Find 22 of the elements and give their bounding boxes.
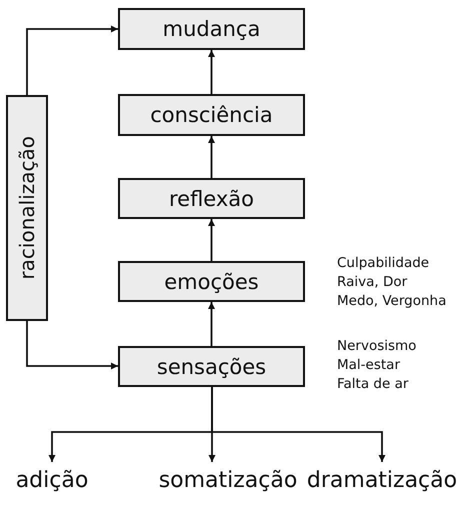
annotation-text: Raiva, Dor — [337, 273, 408, 292]
arrow — [26, 321, 118, 370]
arrow — [208, 219, 215, 261]
annotation-text: Nervosismo — [337, 337, 416, 356]
outcome-label: adição — [2, 462, 102, 502]
arrow — [211, 387, 386, 462]
outcome-label: dramatização — [296, 462, 468, 502]
arrow — [208, 50, 215, 94]
process-box: sensações — [118, 346, 305, 387]
process-box: emoções — [118, 261, 305, 302]
annotation-text: Falta de ar — [337, 375, 410, 394]
annotation-text: Medo, Vergonha — [337, 292, 446, 311]
process-box: racionalização — [6, 95, 48, 321]
annotation-text: Culpabilidade — [337, 254, 430, 273]
arrow — [26, 26, 118, 95]
arrow — [208, 302, 215, 346]
process-box: reflexão — [118, 178, 305, 219]
arrow — [208, 136, 215, 178]
process-box: mudança — [118, 8, 305, 50]
process-box: consciência — [118, 94, 305, 136]
annotation-text: Mal-estar — [337, 356, 401, 375]
outcome-label: somatização — [162, 462, 294, 502]
